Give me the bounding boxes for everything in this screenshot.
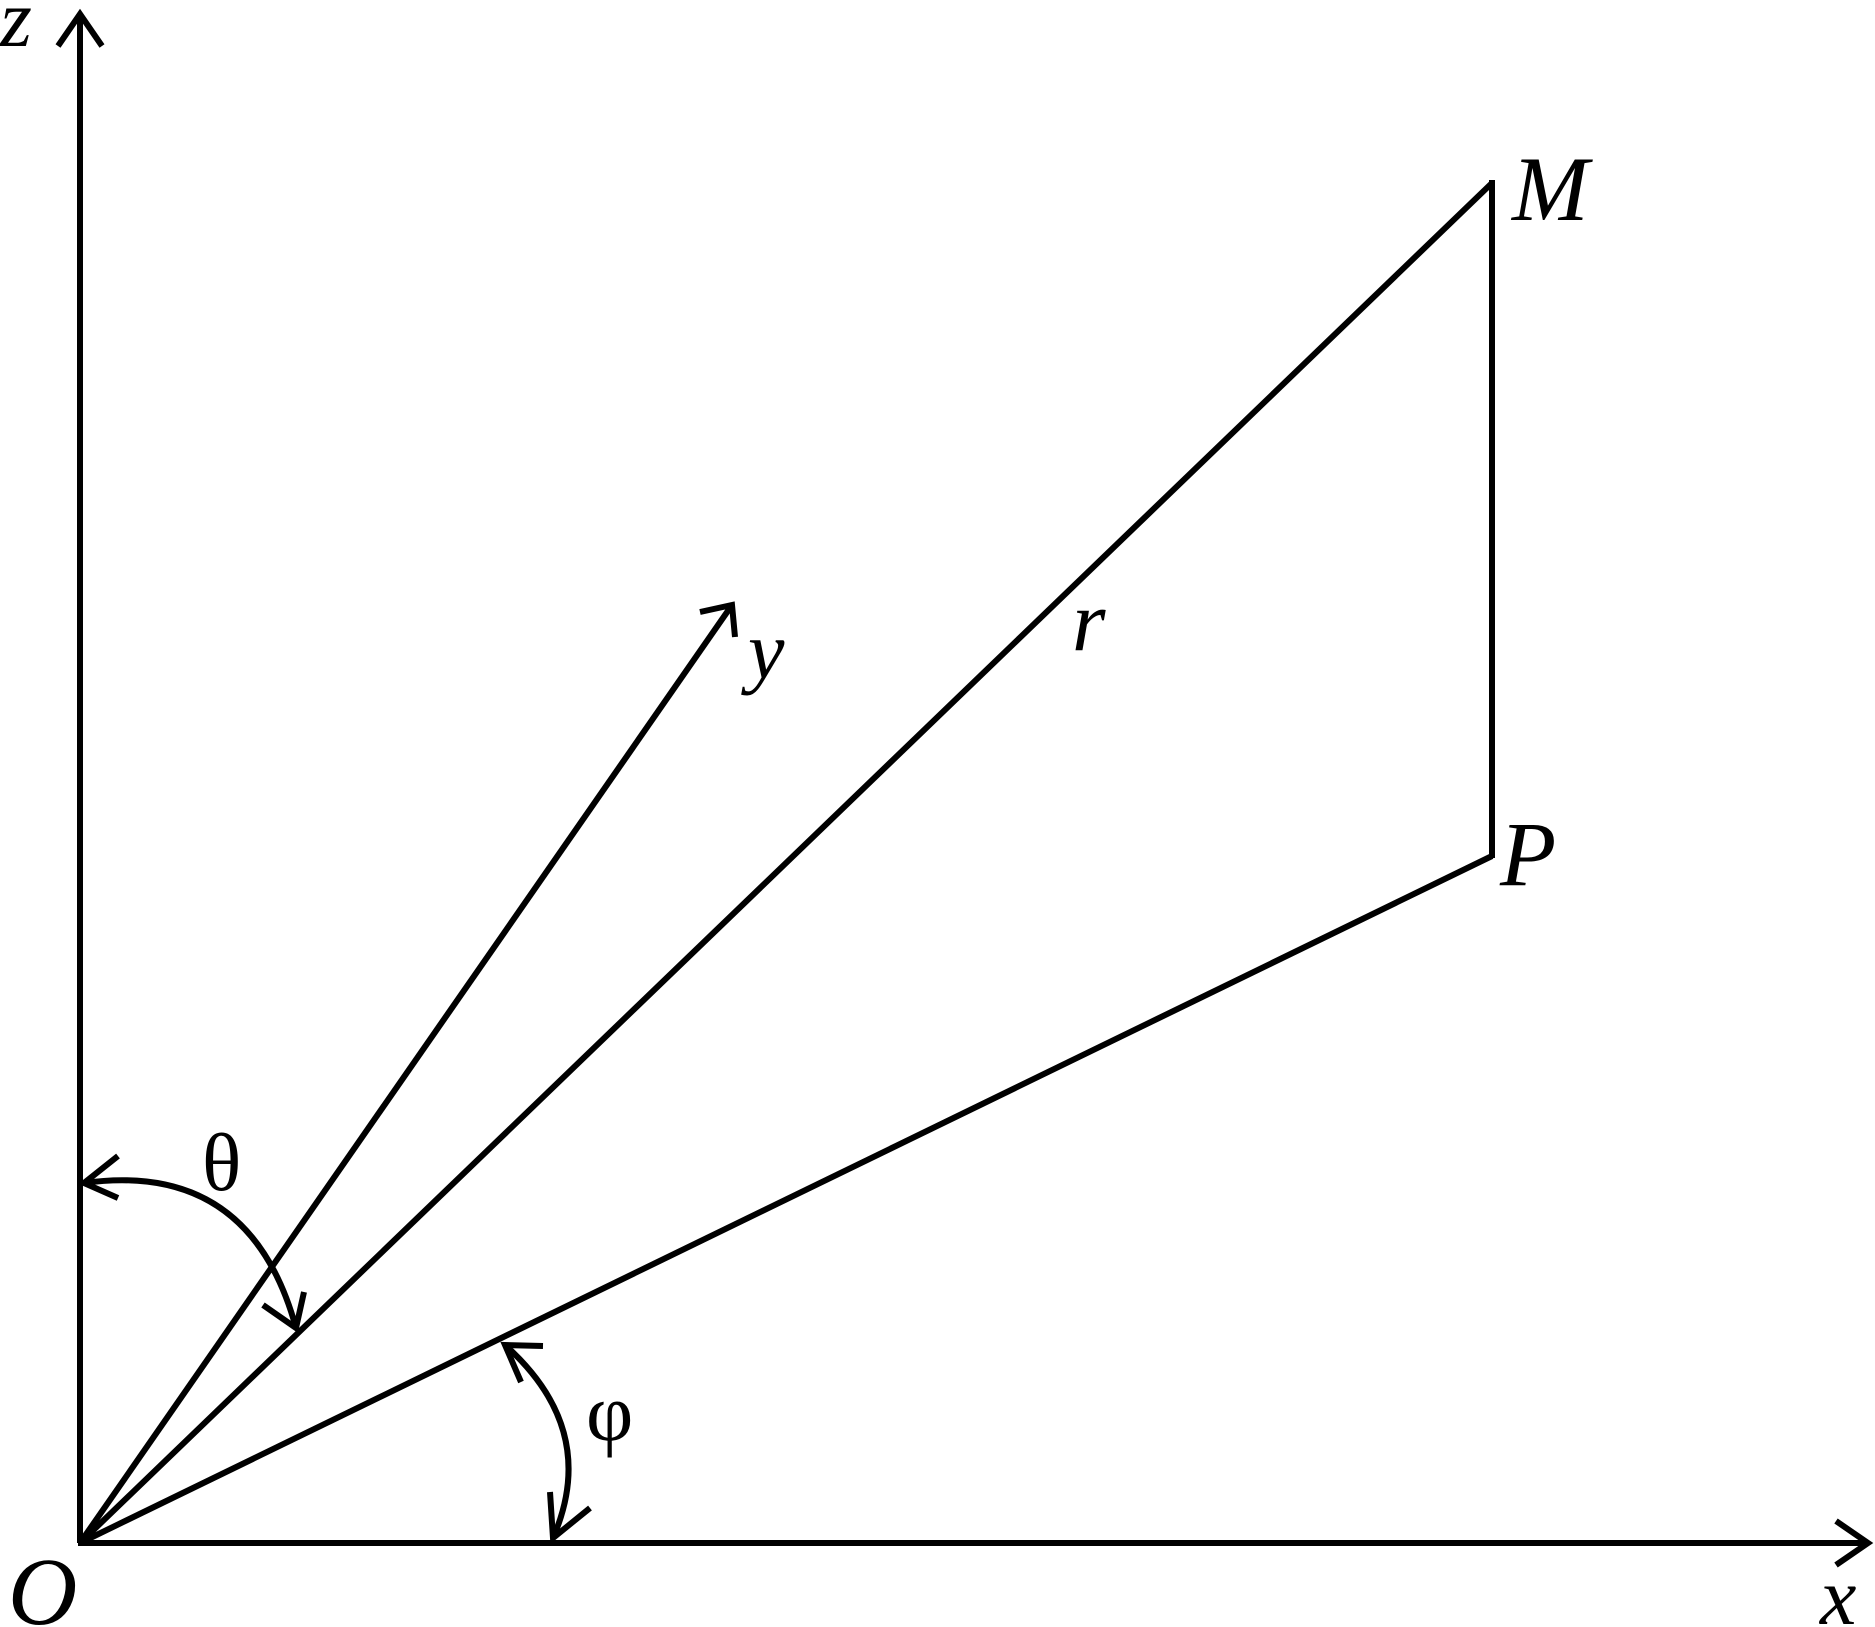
z-axis-label: z [0,0,32,64]
radius-label: r [1072,573,1106,669]
phi-arrowhead-end [547,1491,592,1544]
phi-arc [500,1341,592,1544]
x-axis-label: x [1819,1551,1856,1627]
y-axis-label: y [741,605,785,696]
phi-label: φ [586,1367,633,1458]
z-axis [55,8,105,1543]
x-axis-arrowhead [1834,1518,1874,1568]
point-m-label: M [1510,138,1593,240]
projection-line-op [78,853,1494,1546]
theta-arrowhead-start [78,1153,120,1201]
radius-line-om [77,180,1495,1546]
z-axis-arrowhead [55,8,105,48]
phi-arrowhead-start [500,1341,544,1384]
y-axis [77,601,738,1545]
point-p-label: P [1499,803,1556,905]
origin-label: O [8,1538,77,1627]
theta-arc [78,1153,307,1334]
x-axis [78,1518,1874,1568]
y-axis-arrowhead [699,601,738,638]
theta-arrowhead-end [261,1291,307,1334]
theta-label: θ [202,1117,241,1208]
